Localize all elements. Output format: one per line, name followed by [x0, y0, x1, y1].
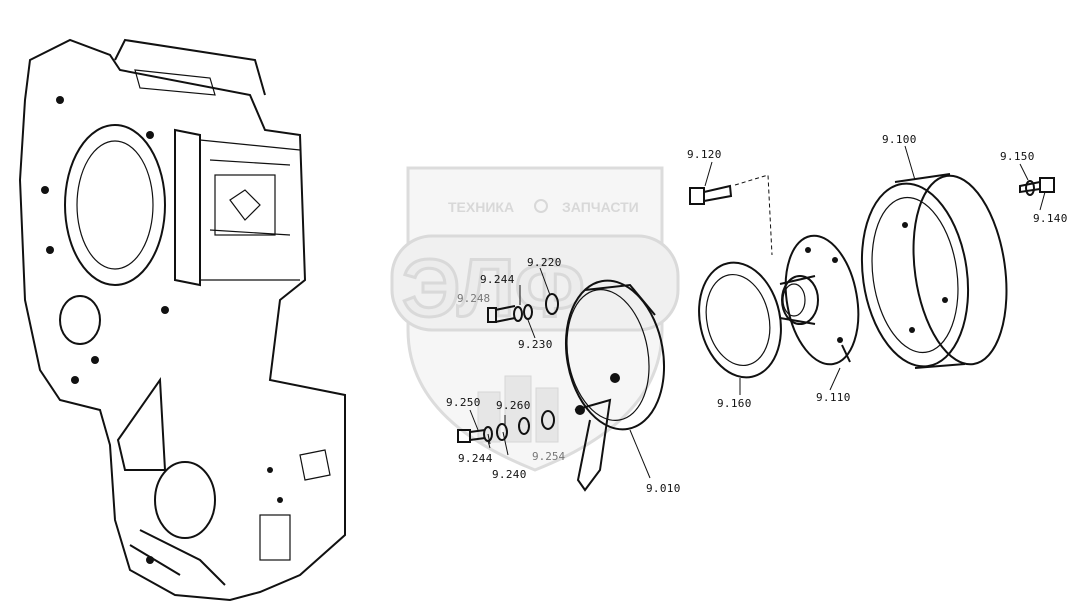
- watermark-logo: ЭЛФ: [402, 243, 585, 334]
- drum-9100: [860, 173, 1008, 369]
- label-9254: 9.254: [532, 450, 565, 463]
- label-9110: 9.110: [816, 391, 851, 404]
- watermark-text-right: ЗАПЧАСТИ: [562, 199, 639, 215]
- label-9160: 9.160: [717, 397, 752, 410]
- brake-band-9010: [564, 279, 666, 492]
- hub-9110: [779, 234, 860, 366]
- watermark: ТЕХНИКА ЗАПЧАСТИ ЭЛФ: [390, 166, 680, 472]
- watermark-logo-badge: [390, 234, 680, 332]
- label-9120: 9.120: [687, 148, 722, 161]
- bolt-9120: [689, 174, 773, 256]
- gearbox-housing: [18, 38, 346, 602]
- label-9140: 9.140: [1033, 212, 1068, 225]
- label-9244-upper: 9.244: [480, 273, 515, 286]
- label-9240: 9.240: [492, 468, 527, 481]
- label-9260: 9.260: [496, 399, 531, 412]
- label-9220: 9.220: [527, 256, 562, 269]
- washer-9150: [1025, 180, 1035, 196]
- label-9100: 9.100: [882, 133, 917, 146]
- label-9248: 9.248: [457, 292, 490, 305]
- disc-9160: [698, 261, 782, 379]
- leader-lines: [469, 145, 1046, 479]
- bolt-9140: [1019, 177, 1055, 194]
- watermark-building-icon: [477, 375, 559, 443]
- label-9230: 9.230: [518, 338, 553, 351]
- gear-icon: [534, 199, 548, 213]
- label-9244-lower: 9.244: [458, 452, 493, 465]
- label-9250: 9.250: [446, 396, 481, 409]
- label-9010: 9.010: [646, 482, 681, 495]
- fastener-set-upper: [487, 293, 559, 323]
- label-9150: 9.150: [1000, 150, 1035, 163]
- watermark-text-left: ТЕХНИКА: [448, 199, 514, 215]
- fastener-set-lower: [457, 410, 555, 456]
